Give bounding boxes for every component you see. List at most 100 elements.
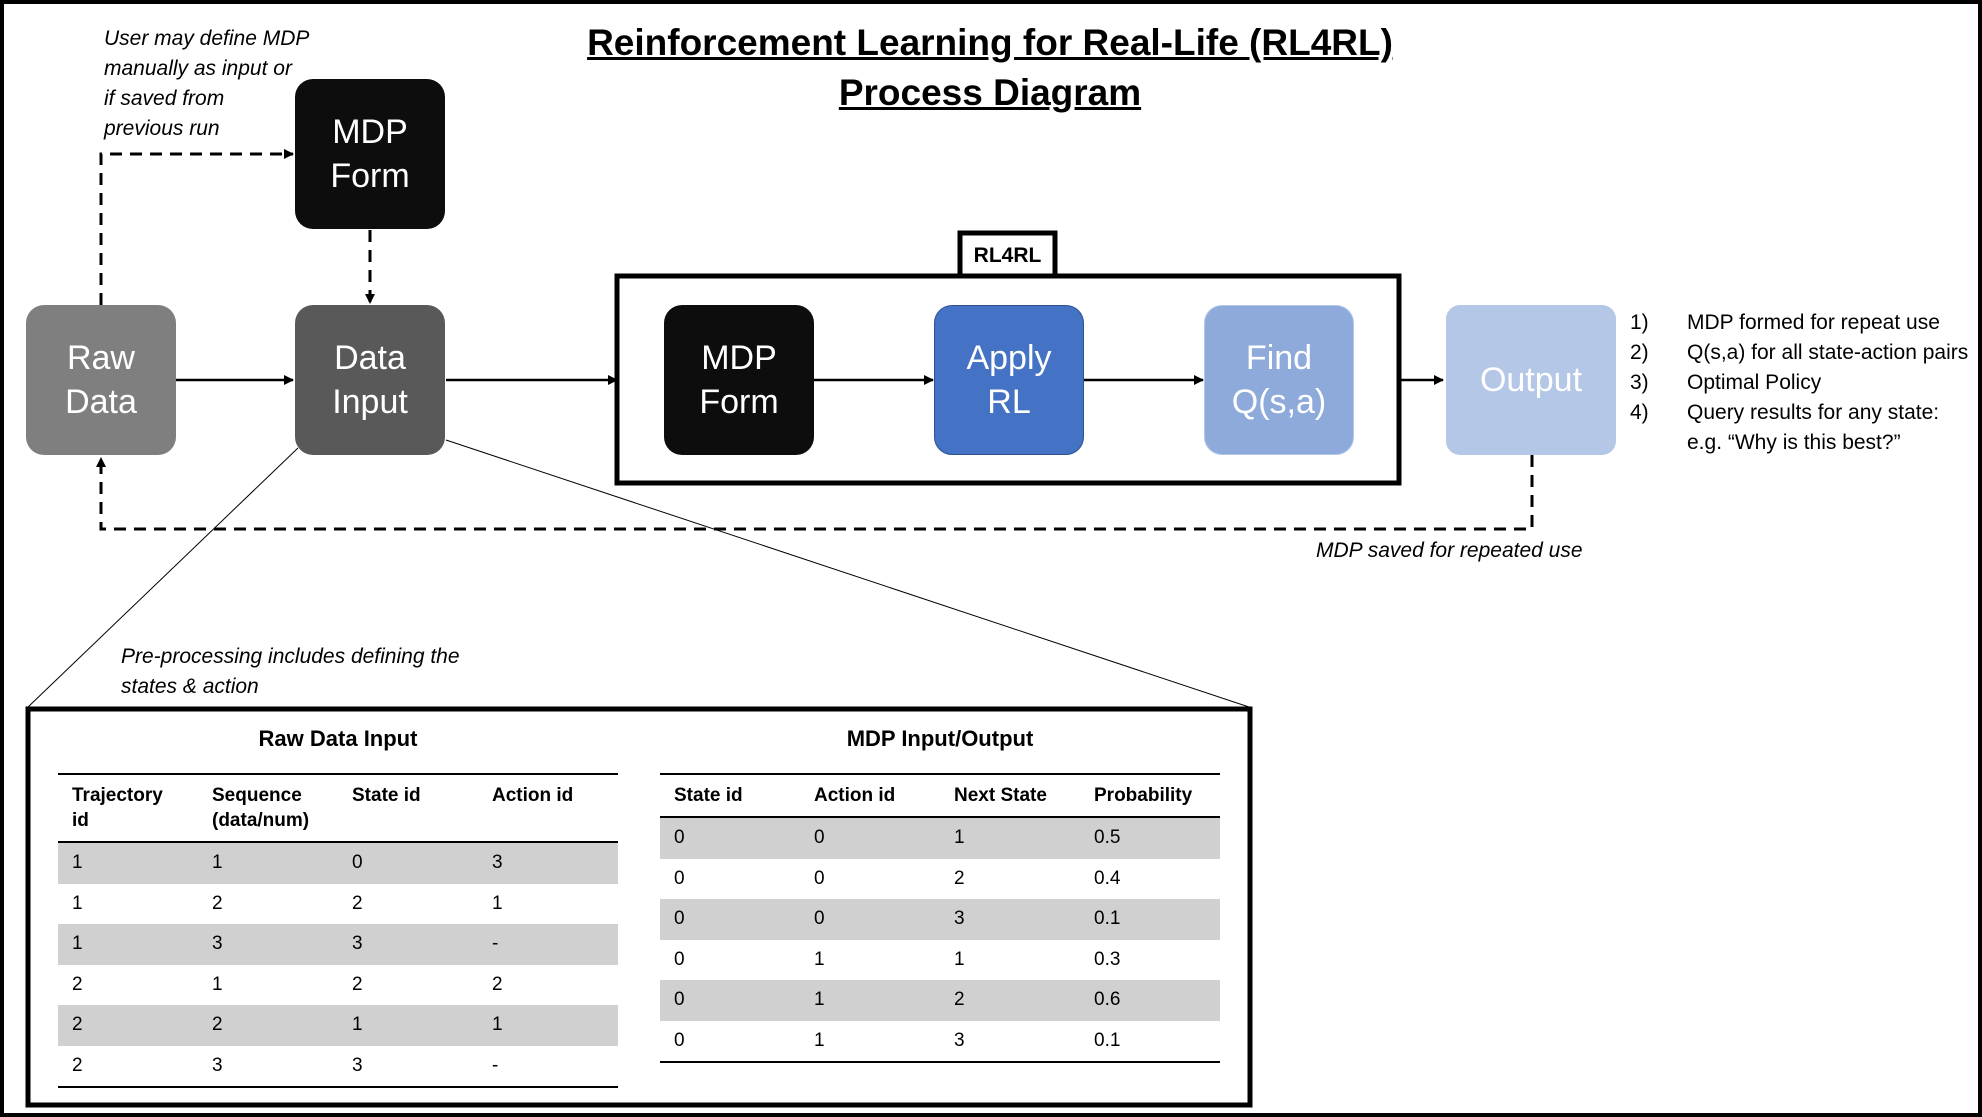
list-number: 3)	[1630, 371, 1649, 394]
table-cell: 2	[212, 892, 223, 914]
table-cell: 0	[660, 899, 800, 940]
column-header: Sequence (data/num)	[198, 773, 338, 843]
table-cell: 2	[940, 980, 1080, 1021]
output-list-item: 1)MDP formed for repeat use	[1630, 308, 1970, 338]
table-cell: 0	[800, 899, 940, 940]
table-cell: 0.6	[1080, 980, 1220, 1021]
table-row: 1 2 2 1	[58, 884, 618, 925]
table-cell: 1	[492, 892, 503, 914]
output-list-item: 4) Query results for any state: e.g. “Why…	[1630, 398, 1970, 458]
column-header: Trajectory id	[58, 773, 198, 843]
table-cell: 2	[492, 973, 503, 995]
raw-data-table: Trajectory id Sequence (data/num) State …	[58, 773, 618, 1088]
list-text: MDP formed for repeat use	[1687, 311, 1940, 334]
table-container	[25, 706, 1253, 1108]
table-cell: 0.3	[1094, 948, 1121, 970]
output-list: 1)MDP formed for repeat use 2) Q(s,a) for…	[1630, 308, 1970, 458]
table-cell: 0	[660, 1020, 800, 1063]
raw-data-node: Raw Data	[26, 305, 176, 455]
user-define-note: User may define MDP manually as input or…	[104, 27, 310, 140]
table-cell: 1	[940, 817, 1080, 859]
apply-rl-node: Apply RL	[934, 305, 1084, 455]
title-line-2: Process Diagram	[838, 72, 1142, 113]
table-cell: 1	[58, 924, 198, 965]
table-cell: 1	[800, 1020, 940, 1063]
output-node: Output	[1446, 305, 1616, 455]
table-cell: 3	[478, 842, 618, 884]
table-cell: 1	[338, 1005, 478, 1046]
table-cell: 3	[338, 1045, 478, 1088]
list-number: 4)	[1630, 401, 1649, 424]
table-cell: 0.4	[1094, 867, 1121, 889]
table-cell: 2	[954, 867, 965, 889]
table-cell: 1	[800, 980, 940, 1021]
list-text: Optimal Policy	[1687, 371, 1822, 394]
zoom-line-right	[445, 439, 1253, 709]
table-cell: 1	[72, 892, 83, 914]
table-cell: 3	[198, 1045, 338, 1088]
column-header: Probability	[1080, 773, 1220, 818]
table-cell: 2	[58, 1005, 198, 1046]
table-cell: -	[478, 1045, 618, 1088]
table-cell: 0	[674, 867, 685, 889]
raw-table-title: Raw Data Input	[258, 726, 418, 751]
column-header: State id	[338, 773, 478, 843]
mdp-table: State id Action id Next State Probabilit…	[660, 773, 1220, 1063]
table-cell: 0.5	[1080, 817, 1220, 859]
table-cell: 1	[198, 842, 338, 884]
table-cell: 0	[800, 817, 940, 859]
output-list-item: 2) Q(s,a) for all state-action pairs	[1630, 338, 1970, 368]
table-cell: 0	[660, 980, 800, 1021]
dashed-arrow-raw-to-mdp	[99, 149, 294, 305]
list-text: Q(s,a) for all state-action pairs	[1687, 341, 1969, 364]
table-cell: 1	[478, 1005, 618, 1046]
list-text: Query results for any state: e.g. “Why i…	[1687, 401, 1940, 454]
table-cell: 1	[212, 973, 223, 995]
table-cell: 1	[58, 842, 198, 884]
table-cell: -	[478, 924, 618, 965]
table-row: 0 0 2 0.4	[660, 859, 1220, 900]
title-line-1: Reinforcement Learning for Real-Life (RL…	[587, 22, 1393, 63]
column-header: Action id	[800, 773, 940, 818]
find-q-node: Find Q(s,a)	[1204, 305, 1354, 455]
table-cell: 1	[954, 948, 965, 970]
table-cell: 1	[814, 948, 825, 970]
table-cell: 3	[940, 1020, 1080, 1063]
table-cell: 0	[814, 867, 825, 889]
table-row: 0 1 1 0.3	[660, 940, 1220, 981]
mdp-saved-note: MDP saved for repeated use	[1316, 539, 1583, 562]
table-cell: 3	[338, 924, 478, 965]
table-cell: 2	[198, 1005, 338, 1046]
dashed-arrow-output-to-raw	[96, 455, 1534, 531]
preprocessing-note: Pre-processing includes defining the sta…	[121, 645, 460, 698]
table-row: 2 1 2 2	[58, 965, 618, 1006]
list-number: 2)	[1630, 341, 1649, 364]
table-cell: 3	[940, 899, 1080, 940]
mdp-form-top-node: MDP Form	[295, 79, 445, 229]
column-header: State id	[660, 773, 800, 818]
mdp-table-title: MDP Input/Output	[846, 726, 1034, 751]
column-header: Next State	[940, 773, 1080, 818]
table-cell: 2	[72, 973, 83, 995]
rl4rl-label: RL4RL	[973, 244, 1042, 267]
data-input-node: Data Input	[295, 305, 445, 455]
mdp-form-node: MDP Form	[664, 305, 814, 455]
output-list-item: 3) Optimal Policy	[1630, 368, 1970, 398]
table-cell: 2	[352, 892, 363, 914]
table-cell: 0.1	[1080, 1020, 1220, 1063]
table-cell: 0	[660, 817, 800, 859]
table-cell: 0	[674, 948, 685, 970]
table-cell: 0	[338, 842, 478, 884]
table-cell: 2	[352, 973, 363, 995]
column-header: Action id	[478, 773, 618, 843]
